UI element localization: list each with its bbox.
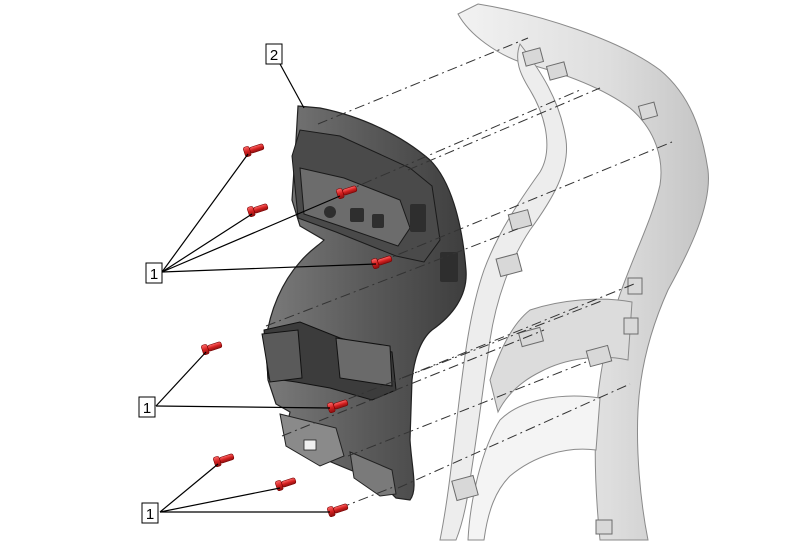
callout-1-bottom: 1 — [141, 502, 159, 524]
bezel-left-rail — [439, 42, 568, 541]
switch-mounting-bracket — [261, 105, 467, 501]
bracket-slot — [303, 439, 317, 451]
screw — [213, 453, 235, 468]
bracket-lower-clip — [349, 451, 397, 497]
screw — [247, 203, 269, 218]
upper-switch-details — [324, 204, 458, 282]
center-console-bezel — [439, 3, 709, 541]
lower-left-switch — [261, 329, 303, 383]
bezel-lower-opening — [467, 395, 601, 541]
bezel-clips — [451, 47, 659, 535]
callout-label: 1 — [150, 266, 158, 283]
lower-right-switch — [335, 337, 393, 387]
callout-1-top: 1 — [145, 262, 163, 284]
screw — [243, 143, 265, 158]
screw — [327, 503, 349, 518]
screw — [275, 477, 297, 492]
callout-1-middle: 1 — [138, 396, 156, 418]
callout-label: 2 — [270, 47, 278, 64]
leader-lines — [155, 63, 377, 513]
callout-label: 1 — [146, 506, 154, 523]
screw — [201, 341, 223, 356]
screw — [371, 255, 393, 270]
callout-label: 1 — [143, 400, 151, 417]
screws — [201, 143, 393, 518]
assembly-alignment-lines — [265, 37, 673, 509]
callout-2: 2 — [265, 43, 283, 65]
